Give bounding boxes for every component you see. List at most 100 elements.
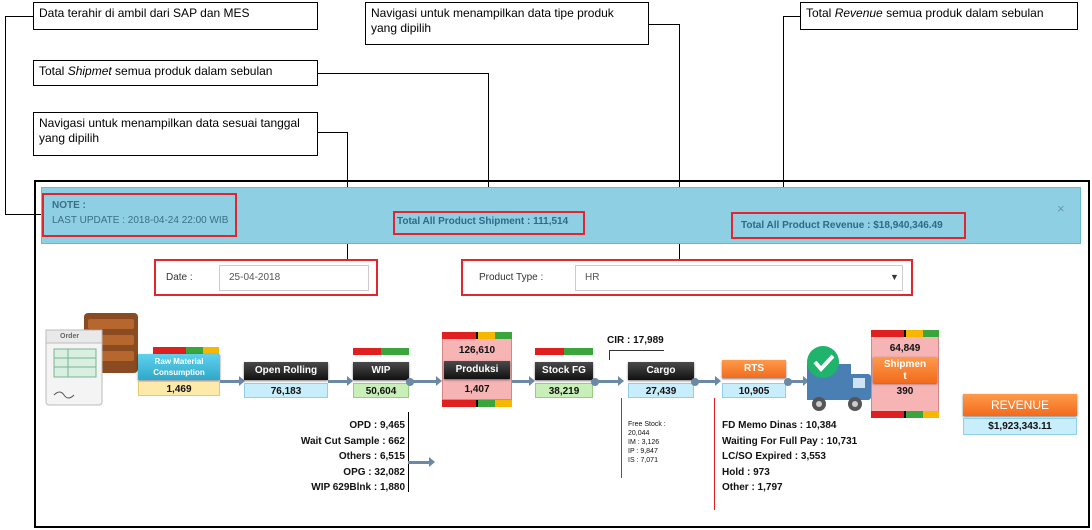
list-item: Hold : 973 [722,466,770,478]
raw-material-label: Raw Material Consumption [153,357,205,377]
callout-data-source: Data terahir di ambil dari SAP dan MES [33,2,318,30]
cargo-breakdown-line [621,398,622,478]
date-label: Date : [166,272,193,283]
shipment-node[interactable]: Shipmen t [873,357,937,383]
rts-breakdown-line [714,398,715,510]
list-item: Waiting For Full Pay : 10,731 [722,435,858,447]
highlight-product-filter [461,259,913,296]
shipment-label-tail: t [903,371,907,382]
flow-arrow [408,457,435,467]
last-update: LAST UPDATE : 2018-04-24 22:00 WIB [52,215,229,226]
flow-arrow [409,376,442,386]
truck-check-icon [807,346,871,411]
order-label: Order [60,333,80,340]
status-stripe [353,348,409,355]
close-icon[interactable]: × [1057,201,1065,216]
list-item: Other : 1,797 [722,482,783,493]
flow-arrow [328,376,353,386]
status-stripe [871,411,939,418]
callout-total-revenue: Total Revenue semua produk dalam sebulan [800,2,1078,30]
order-crate-icon [45,313,138,406]
rts-breakdown-list: FD Memo Dinas : 10,384 Waiting For Full … [722,418,857,496]
leader-line [5,214,45,215]
flow-arrow [593,376,624,386]
list-item: 20,044 [628,430,650,437]
stock-fg-value: 38,219 [535,383,593,398]
flow-arrow [694,376,721,386]
highlight-total-shipment [393,211,585,235]
list-item: IM : 3,126 [628,439,660,446]
list-item: Free Stock : [628,421,666,428]
leader-line [649,24,679,25]
highlight-date-filter [154,259,378,296]
produksi-top-value: 126,610 [458,345,496,356]
status-stripe [871,330,939,337]
leader-line [783,16,784,212]
leader-line [5,16,33,17]
product-type-label: Product Type : [479,272,544,283]
list-item: Wait Cut Sample : 662 [300,435,405,447]
revenue-value: $1,923,343.11 [963,418,1077,435]
wip-value: 50,604 [353,383,409,398]
status-stripe [442,332,512,339]
total-shipment: Total All Product Shipment : 111,514 [397,216,569,227]
chevron-down-icon[interactable]: ▼ [890,272,899,282]
list-item: WIP 629Blnk : 1,880 [311,482,405,493]
flow-arrow [786,376,809,386]
cargo-node[interactable]: Cargo [628,362,694,380]
produksi-value: 1,407 [464,384,490,395]
highlight-total-revenue [731,212,966,239]
wip-breakdown-line [408,412,409,492]
flow-joint [406,378,414,386]
total-revenue: Total All Product Revenue : $18,940,346.… [741,220,943,231]
flow-joint [784,378,792,386]
status-stripe [153,347,219,354]
highlight-last-update [42,193,237,237]
leader-line [488,73,489,212]
callout-revenue-em: Revenue [834,6,883,20]
cargo-breakdown-list: Free Stock : 20,044 IM : 3,126 IP : 9,84… [628,420,666,465]
flow-joint [691,378,699,386]
callout-data-source-text: Data terahir di ambil dari SAP dan MES [39,6,250,20]
shipment-value: 390 [896,386,914,397]
order-form-icon [45,329,103,406]
revenue-node[interactable]: REVENUE [963,394,1077,416]
open-rolling-node[interactable]: Open Rolling [244,362,328,380]
shipment-label: Shipmen [883,359,927,370]
open-rolling-value: 76,183 [244,383,328,398]
dashboard-panel [34,180,1090,528]
list-item: OPD : 9,465 [349,420,405,431]
status-stripe [535,348,593,355]
raw-material-value: 1,469 [138,381,220,396]
flow-arrow [512,376,535,386]
callout-product-nav: Navigasi untuk menampilkan data tipe pro… [365,2,649,45]
date-input[interactable]: 25-04-2018 [219,265,369,291]
list-item: LC/SO Expired : 3,553 [722,451,826,462]
flow-joint [591,378,599,386]
wip-node[interactable]: WIP [353,362,409,380]
cir-value: CIR : 17,989 [607,335,664,346]
leader-line [318,73,489,74]
callout-date-nav: Navigasi untuk menampilkan data sesuai t… [33,112,318,156]
note-title: NOTE : [52,200,86,211]
callout-total-shipment: Total Shipmet semua produk dalam sebulan [33,60,318,86]
callout-shipment-em: Shipmet [67,64,112,78]
cir-line [609,350,664,351]
shipment-top-value: 64,849 [889,343,921,354]
leader-line [318,132,348,133]
list-item: OPG : 32,082 [343,466,405,478]
leader-line [783,16,800,17]
status-stripe [442,400,512,407]
stock-fg-node[interactable]: Stock FG [535,362,593,380]
raw-material-node[interactable]: Raw Material Consumption [138,354,220,380]
list-item: FD Memo Dinas : 10,384 [722,420,837,431]
leader-line [679,24,680,260]
cir-line [609,350,610,360]
produksi-node[interactable]: Produksi [444,361,510,379]
cargo-value: 27,439 [628,383,694,398]
list-item: IP : 9,847 [628,448,658,455]
wip-breakdown-list: OPD : 9,465 Wait Cut Sample : 662 Others… [285,418,405,496]
rts-node[interactable]: RTS [722,360,786,378]
product-type-select[interactable]: HR [575,265,903,291]
list-item: Others : 6,515 [338,451,405,462]
